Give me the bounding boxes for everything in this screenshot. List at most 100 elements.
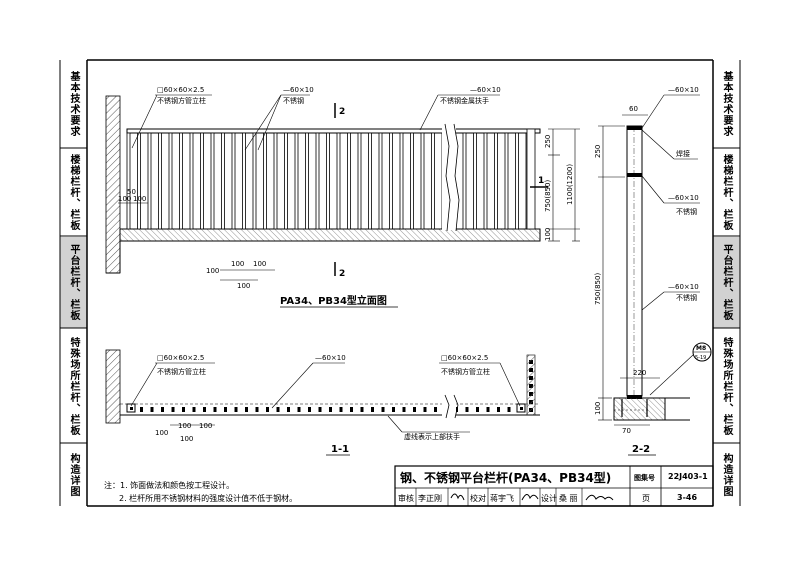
left-tab-platform[interactable]: 平台栏杆、栏板 xyxy=(60,237,87,328)
plan-note: 虚线表示上部扶手 xyxy=(404,432,460,441)
plan-bar-section xyxy=(297,407,301,412)
elev-dim-b2: 100 xyxy=(253,260,266,268)
section-dim-100: 100 xyxy=(594,402,602,415)
plan-post-left-name: 不锈钢方管立柱 xyxy=(157,367,206,376)
page-label: 页 xyxy=(642,494,650,503)
plan-bar-section xyxy=(486,407,490,412)
plan-bar-section xyxy=(276,407,280,412)
section-bolt: M8 xyxy=(696,345,706,352)
section-mid-bar-name: 不锈钢 xyxy=(676,207,697,216)
baluster-bar xyxy=(210,132,215,230)
baluster-bar xyxy=(357,132,362,230)
baluster-bar xyxy=(221,132,225,230)
baluster-bar xyxy=(158,132,162,230)
section-mark-2-bottom: 2 xyxy=(339,269,345,279)
right-tab-platform[interactable]: 平台栏杆、栏板 xyxy=(713,237,740,328)
plan-bar-section xyxy=(350,407,353,412)
plan-view: □60×60×2.5 不锈钢方管立柱 —60×10 □60×60×2.5 不锈钢… xyxy=(105,349,540,456)
elevation-caption: PA34、PB34型立面图 xyxy=(280,294,387,307)
right-tab-stair-label: 楼梯栏杆、栏板 xyxy=(721,153,732,231)
plan-bar-section xyxy=(423,407,427,412)
left-tab-stair[interactable]: 楼梯栏杆、栏板 xyxy=(60,148,87,236)
baluster-bar xyxy=(315,132,320,230)
review-label: 审核 xyxy=(398,494,414,503)
elev-dim-100-b: 100 xyxy=(133,195,146,203)
baluster-bar xyxy=(473,132,477,230)
plan-bar-section xyxy=(255,407,259,412)
atlas-number: 22J403-1 xyxy=(668,472,708,481)
plan-bar-section xyxy=(224,407,227,412)
baluster-bar xyxy=(368,132,372,230)
plan-bar-section xyxy=(497,407,500,412)
note-1: 注：1. 饰面做法和颜色按工程设计。 xyxy=(104,481,235,490)
baluster-bar xyxy=(431,132,435,230)
elev-dim-50: 50 xyxy=(127,188,136,196)
right-tab-platform-label: 平台栏杆、栏板 xyxy=(721,244,732,321)
right-tab-stair[interactable]: 楼梯栏杆、栏板 xyxy=(713,148,740,236)
left-tab-stair-label: 楼梯栏杆、栏板 xyxy=(68,153,79,231)
plan-bar-section xyxy=(392,407,395,412)
plan-post-left-spec: □60×60×2.5 xyxy=(157,354,204,362)
check-label: 校对 xyxy=(470,494,486,503)
baluster-bar xyxy=(399,132,404,230)
drawing-title: 钢、不锈钢平台栏杆(PA34、PB34型) xyxy=(400,471,612,485)
plan-bar-section xyxy=(308,407,311,412)
elevation-handrail xyxy=(126,128,541,134)
plan-dim-2: 100 xyxy=(199,422,212,430)
baluster-bar xyxy=(263,132,267,230)
plan-post-right-spec: □60×60×2.5 xyxy=(441,354,488,362)
plan-bar-section xyxy=(213,407,217,412)
baluster-bar xyxy=(189,132,194,230)
left-tab-special[interactable]: 特殊场所栏杆、栏板 xyxy=(60,329,87,443)
baluster-bar xyxy=(242,132,246,230)
baluster-bar xyxy=(168,132,173,230)
baluster-bar xyxy=(200,132,204,230)
baluster-bar xyxy=(126,132,131,230)
baluster-bar xyxy=(420,132,425,230)
baluster-bar xyxy=(284,132,288,230)
plan-post-right-name: 不锈钢方管立柱 xyxy=(441,367,490,376)
section-low-bar: —60×10 xyxy=(668,283,699,291)
designer-signature xyxy=(521,494,539,501)
plan-bar-section xyxy=(455,407,458,412)
elev-dim-b3: 100 xyxy=(206,267,219,275)
elev-handrail-spec: —60×10 xyxy=(470,86,501,94)
plan-bar-spec: —60×10 xyxy=(315,354,346,362)
plan-bar-section xyxy=(234,407,238,412)
reviewer-signature xyxy=(450,493,465,501)
right-tab-detail[interactable]: 构造详图 xyxy=(713,444,740,506)
page-number: 3-46 xyxy=(677,493,698,502)
baluster-bar xyxy=(347,132,351,230)
plan-bar-section xyxy=(287,407,290,412)
plan-bar-section xyxy=(371,407,374,412)
elev-bar-name: 不锈钢 xyxy=(283,96,304,105)
left-tab-detail[interactable]: 构造详图 xyxy=(60,444,87,506)
right-tab-special[interactable]: 特殊场所栏杆、栏板 xyxy=(713,329,740,443)
plan-bar-section xyxy=(203,407,206,412)
elev-dim-1100: 1100(1200) xyxy=(566,164,574,205)
plan-bar-section xyxy=(171,407,175,412)
elev-dim-100-a: 100 xyxy=(118,195,131,203)
section-mark-2-top: 2 xyxy=(339,107,345,117)
baluster-bar xyxy=(504,132,509,230)
left-tab-basic[interactable]: 基本技术要求 xyxy=(60,60,87,148)
plan-bar-section xyxy=(381,407,385,412)
right-tab-basic[interactable]: 基本技术要求 xyxy=(713,60,740,148)
note-2: 2. 栏杆所用不锈钢材料的强度设计值不低于钢材。 xyxy=(119,494,298,503)
elev-dim-b4: 100 xyxy=(237,282,250,290)
section-view: 60 —60×10 焊接 —60×10 不锈钢 —60×10 不锈钢 M8 5-… xyxy=(594,86,712,456)
elev-dim-b1: 100 xyxy=(231,260,244,268)
section-mark-1: 1 xyxy=(538,176,544,186)
plan-bar-section xyxy=(161,407,164,412)
section-mid-bar: —60×10 xyxy=(668,194,699,202)
baluster-bar xyxy=(336,132,341,230)
section-bolt-ref: 5-19 xyxy=(695,355,706,361)
plan-bar-section xyxy=(329,407,332,412)
atlas-label: 图集号 xyxy=(634,474,655,482)
section-dim-250: 250 xyxy=(594,145,602,158)
reviewer-name: 李正刚 xyxy=(418,494,442,503)
baluster-bar xyxy=(515,132,519,230)
elevation-wall xyxy=(105,95,121,274)
baluster-bar xyxy=(252,132,257,230)
plan-bar-section xyxy=(360,407,364,412)
